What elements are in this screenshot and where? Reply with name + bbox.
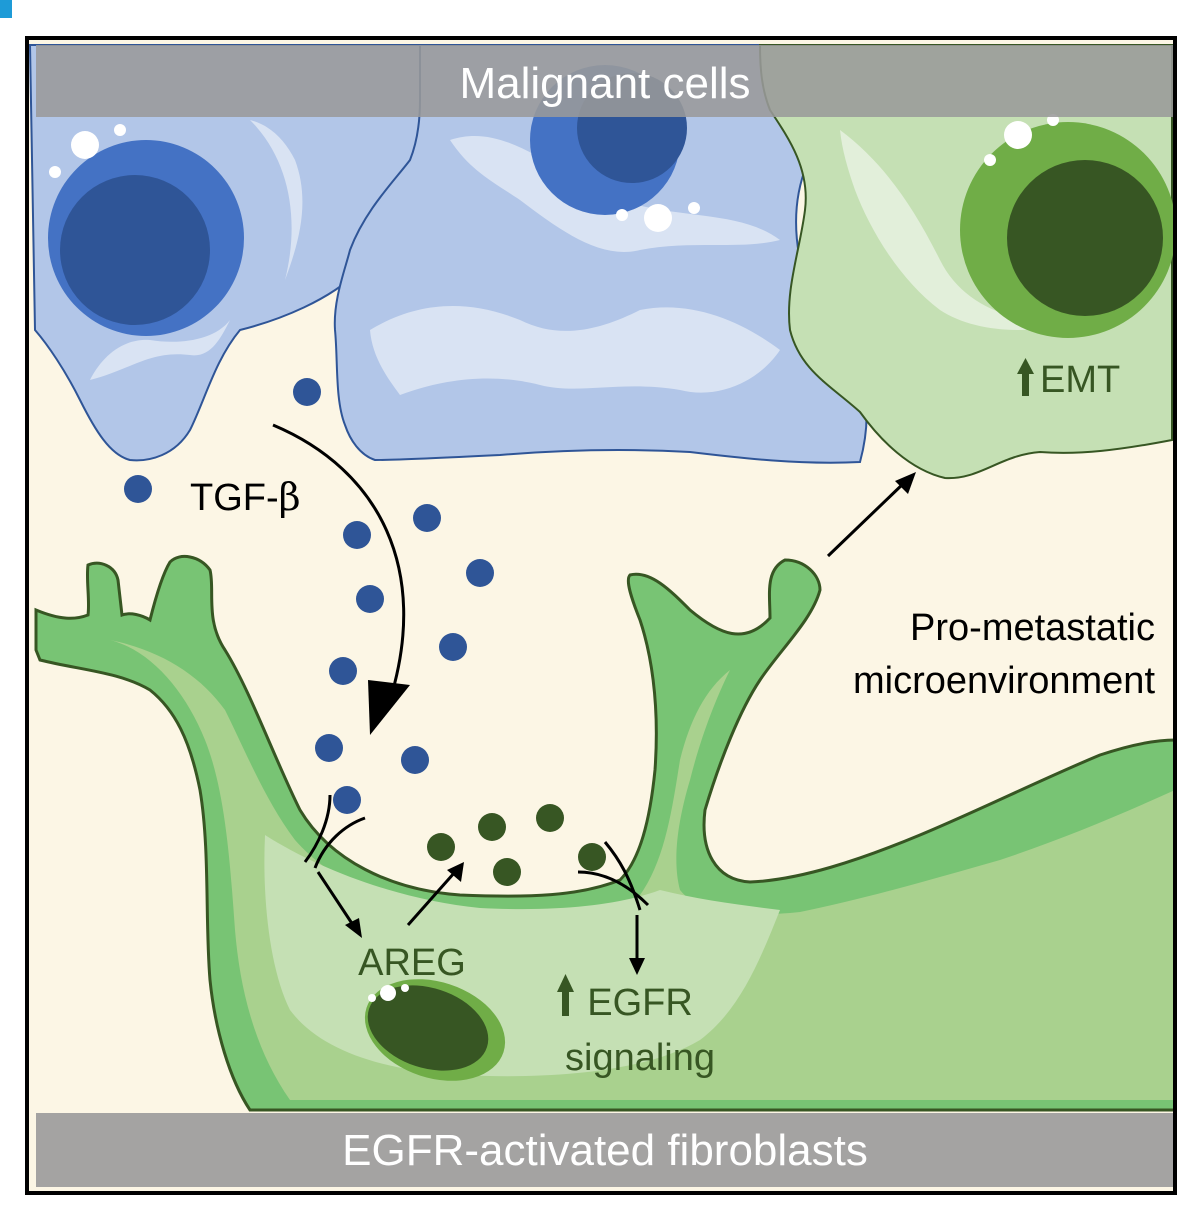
areg-dots — [427, 804, 606, 886]
egfr-label-line1: EGFR — [587, 982, 693, 1024]
emt-nucleus-inner — [1007, 160, 1163, 316]
tgf-receptor — [303, 794, 366, 869]
nucleus-inner — [60, 175, 210, 325]
up-arrow-icon — [557, 974, 574, 1016]
bottom-banner-label: EGFR-activated fibroblasts — [342, 1126, 868, 1175]
emt-cell — [758, 44, 1176, 480]
emt-label: EMT — [1040, 359, 1120, 401]
egfr-label-line2: signaling — [565, 1037, 715, 1079]
microenvironment-label-line1: Pro-metastatic — [910, 607, 1155, 649]
corner-mark — [0, 0, 12, 18]
bottom-banner-bg — [36, 1113, 1175, 1187]
tgf-beta-dots — [124, 378, 494, 814]
tgf-beta-label: TGF-β — [190, 475, 301, 519]
areg-label: AREG — [358, 942, 466, 984]
malignant-cell-left — [28, 44, 421, 462]
arrows — [272, 423, 907, 962]
arrow-heads — [345, 472, 916, 975]
fibroblast-nucleus-inner — [367, 985, 489, 1071]
microenvironment-label-line2: microenvironment — [853, 660, 1155, 702]
egfr-receptor — [577, 841, 650, 911]
top-banner-bg — [36, 45, 1175, 117]
top-banner-label: Malignant cells — [459, 59, 750, 108]
up-arrow-icon — [1017, 358, 1034, 396]
figure-frame — [25, 36, 1177, 1195]
fibroblast-cell — [34, 554, 1177, 1112]
